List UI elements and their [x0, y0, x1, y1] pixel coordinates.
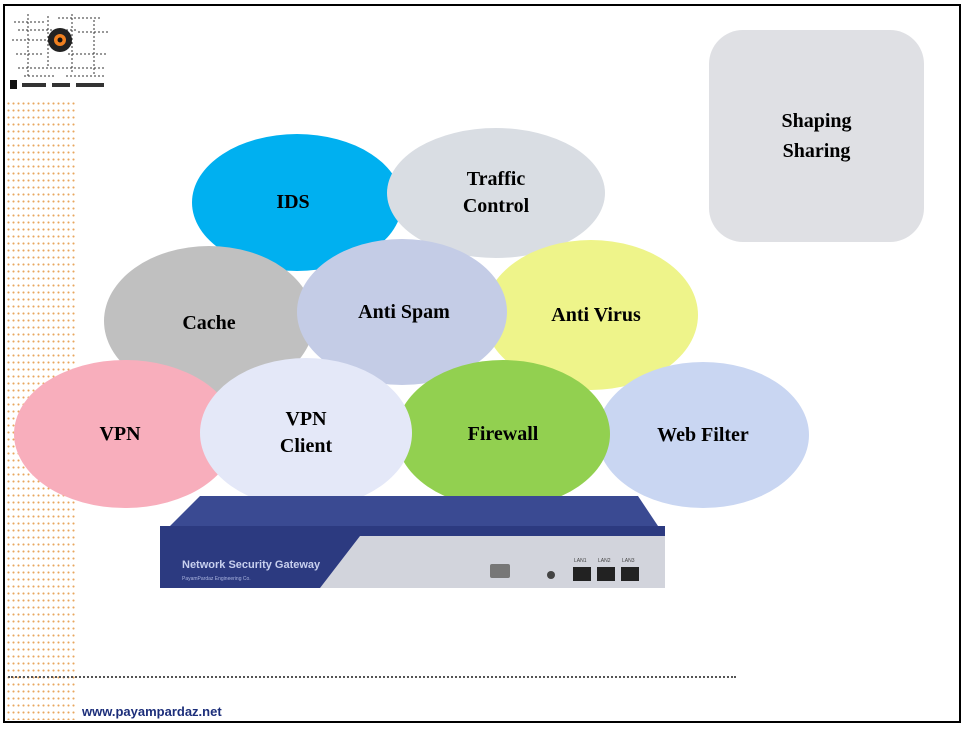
anti-virus-label: Anti Virus: [551, 303, 641, 326]
lan-port-3-label: LAN3: [622, 558, 635, 564]
web-filter-label: Web Filter: [657, 423, 749, 446]
company-logo-icon: [10, 14, 108, 89]
security-gateway-device: Network Security Gateway PayamPardaz Eng…: [160, 496, 665, 588]
anti-spam-label: Anti Spam: [358, 300, 450, 323]
power-led-icon: [547, 571, 555, 579]
lan-port-3-icon: [621, 567, 639, 581]
vpn-label: VPN: [99, 422, 141, 445]
device-maker-label: PayamPardaz Engineering Co.: [182, 576, 251, 582]
device-name-label: Network Security Gateway: [182, 559, 321, 571]
footer-url: www.payampardaz.net: [82, 704, 222, 719]
shaping-sharing-box: Shaping Sharing: [709, 30, 924, 242]
footer-divider: [8, 676, 736, 678]
vpn-client-label: VPN Client: [279, 408, 333, 457]
traffic-control-bubble: Traffic Control: [387, 128, 605, 258]
lan-port-1-label: LAN1: [574, 558, 587, 564]
shaping-label: Shaping: [781, 110, 852, 132]
vpn-client-bubble: VPN Client: [200, 358, 412, 508]
web-filter-bubble: Web Filter: [597, 362, 809, 508]
firewall-bubble: Firewall: [396, 360, 610, 508]
lan-port-2-label: LAN2: [598, 558, 611, 564]
firewall-label: Firewall: [467, 422, 539, 445]
cache-label: Cache: [182, 312, 236, 334]
vpn-bubble: VPN: [14, 360, 236, 508]
lan-port-1-icon: [573, 567, 591, 581]
ids-label: IDS: [276, 191, 310, 213]
traffic-control-label: Traffic Control: [462, 168, 530, 217]
sharing-label: Sharing: [782, 140, 851, 162]
lan-port-2-icon: [597, 567, 615, 581]
serial-port-icon: [490, 564, 510, 578]
